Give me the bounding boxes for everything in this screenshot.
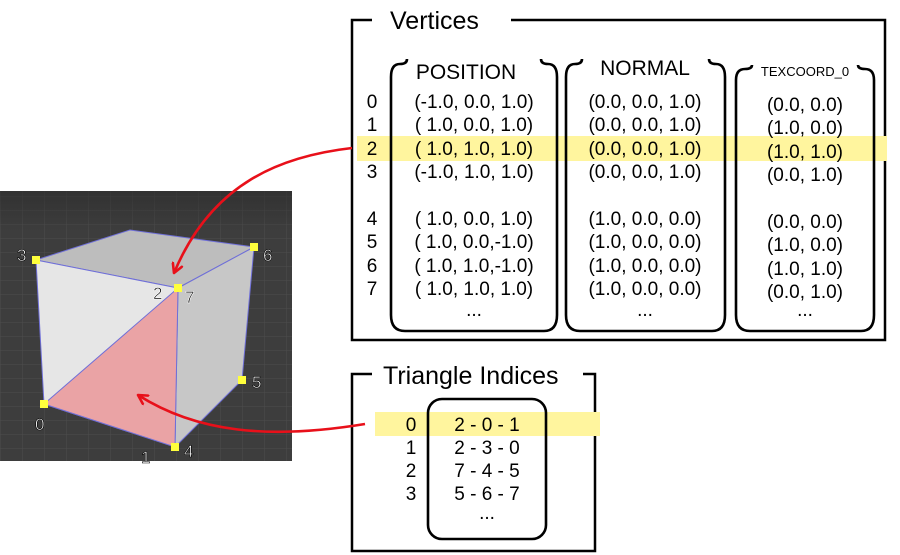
vertex-marker xyxy=(174,284,182,292)
vertex-label-6: 6 xyxy=(263,246,272,265)
vertex-value: (0.0, 0.0, 1.0) xyxy=(588,115,701,136)
triangle-index-3: 3 xyxy=(406,484,417,505)
vertex-value: ( 1.0, 0.0, 1.0) xyxy=(415,209,533,230)
vertex-column-ellipsis: ... xyxy=(637,300,653,321)
viewport: 3 6 2 7 0 5 1 4 xyxy=(0,191,292,467)
vertex-value: (1.0, 0.0) xyxy=(767,118,843,139)
position-column-bracket-cap xyxy=(399,58,549,66)
vertex-value: (0.0, 0.0, 1.0) xyxy=(588,92,701,113)
vertex-value: (1.0, 0.0) xyxy=(767,235,843,256)
texcoord-column-bracket-cap xyxy=(744,64,866,71)
vertex-column-ellipsis: ... xyxy=(797,300,813,321)
texcoord-column-bracket xyxy=(734,67,876,333)
vertex-value: (0.0, 1.0) xyxy=(767,165,843,186)
vertex-index-2: 2 xyxy=(367,139,378,160)
triangle-indices-frame xyxy=(350,372,597,553)
vertex-value: ( 1.0, 0.0,-1.0) xyxy=(414,232,533,253)
vertex-value: ( 1.0, 1.0, 1.0) xyxy=(415,139,533,160)
vertex-label-2: 2 xyxy=(153,284,162,303)
vertex-label-5: 5 xyxy=(252,373,261,392)
vertex-value: (1.0, 1.0) xyxy=(767,259,843,280)
vertices-title: Vertices xyxy=(390,7,479,35)
vertex-index-5: 5 xyxy=(367,232,378,253)
triangle-ellipsis: ... xyxy=(479,503,495,524)
triangle-indices-title: Triangle Indices xyxy=(383,362,559,390)
vertex-labels: 3 6 2 7 0 5 1 4 xyxy=(17,246,273,468)
triangle-rows: 0 2 - 0 - 1 1 2 - 3 - 0 2 7 - 4 - 5 3 5 - 6 - 7… xyxy=(406,415,520,524)
vertex-value: ( 1.0, 0.0, 1.0) xyxy=(415,115,533,136)
vertex-index-4: 4 xyxy=(367,209,378,230)
arrow-vertex-to-cube xyxy=(174,146,353,273)
vertex-marker xyxy=(238,376,246,384)
vertex-index-3: 3 xyxy=(367,162,378,183)
vertex-label-4: 4 xyxy=(184,442,193,461)
triangle-index-0: 0 xyxy=(406,415,417,436)
vertex-value: (0.0, 0.0, 1.0) xyxy=(588,139,701,160)
vertex-row-highlight xyxy=(357,136,887,161)
vertex-value: (0.0, 0.0) xyxy=(767,95,843,116)
triangle-indices-panel: Triangle Indices 0 2 - 0 - 1 1 2 - 3 - 0 2 7 … xyxy=(350,362,600,553)
vertex-index-0: 0 xyxy=(367,92,378,113)
vertex-marker xyxy=(250,243,258,251)
vertex-value: (1.0, 0.0, 0.0) xyxy=(588,232,701,253)
vertex-rows: 0(-1.0, 0.0, 1.0)(0.0, 0.0, 1.0)(0.0, 0.… xyxy=(367,92,843,321)
vertex-column-ellipsis: ... xyxy=(466,300,482,321)
vertex-label-0: 0 xyxy=(35,415,44,434)
vertex-value: (1.0, 0.0, 0.0) xyxy=(588,209,701,230)
vertex-label-7: 7 xyxy=(185,288,194,307)
vertex-value: ( 1.0, 1.0,-1.0) xyxy=(414,256,533,277)
vertex-marker xyxy=(171,443,179,451)
vertex-label-3: 3 xyxy=(17,246,26,265)
position-column-bracket xyxy=(389,62,559,333)
normal-column-bracket-cap xyxy=(574,58,717,66)
vertex-label-1: 1 xyxy=(141,448,150,467)
vertex-value: (1.0, 1.0) xyxy=(767,142,843,163)
cube xyxy=(35,229,256,449)
triangle-value: 2 - 0 - 1 xyxy=(454,415,519,436)
vertex-index-6: 6 xyxy=(367,256,378,277)
highlighted-triangle xyxy=(43,286,179,448)
vertex-value: (1.0, 0.0, 0.0) xyxy=(588,256,701,277)
vertex-value: (-1.0, 1.0, 1.0) xyxy=(414,162,533,183)
vertex-marker xyxy=(32,256,40,264)
triangle-value: 2 - 3 - 0 xyxy=(454,438,519,459)
normal-column-bracket xyxy=(564,62,727,333)
triangle-value: 7 - 4 - 5 xyxy=(454,461,519,482)
arrow-triangle-to-cube xyxy=(138,395,366,434)
vertex-value: (0.0, 0.0) xyxy=(767,212,843,233)
vertex-value: (0.0, 0.0, 1.0) xyxy=(588,162,701,183)
triangle-index-2: 2 xyxy=(406,461,417,482)
triangle-row-highlight xyxy=(375,412,600,436)
vertices-frame xyxy=(350,18,887,342)
vertex-marker xyxy=(40,400,48,408)
triangle-index-1: 1 xyxy=(406,438,417,459)
viewport-horizon-shade xyxy=(0,191,292,231)
position-header: POSITION xyxy=(416,61,516,84)
triangle-index-bracket xyxy=(426,397,548,541)
vertex-value: (0.0, 1.0) xyxy=(767,282,843,303)
vertex-value: ( 1.0, 1.0, 1.0) xyxy=(415,279,533,300)
vertex-value: (1.0, 0.0, 0.0) xyxy=(588,279,701,300)
vertex-markers xyxy=(32,243,258,451)
normal-header: NORMAL xyxy=(600,57,690,80)
vertex-index-1: 1 xyxy=(367,115,378,136)
texcoord-header: TEXCOORD_0 xyxy=(761,64,849,79)
vertices-panel: Vertices POSITION NORMAL TEXCOORD_0 0 (-1… xyxy=(350,7,887,342)
vertex-index-7: 7 xyxy=(367,279,378,300)
triangle-value: 5 - 6 - 7 xyxy=(454,484,519,505)
vertex-value: (-1.0, 0.0, 1.0) xyxy=(414,92,533,113)
